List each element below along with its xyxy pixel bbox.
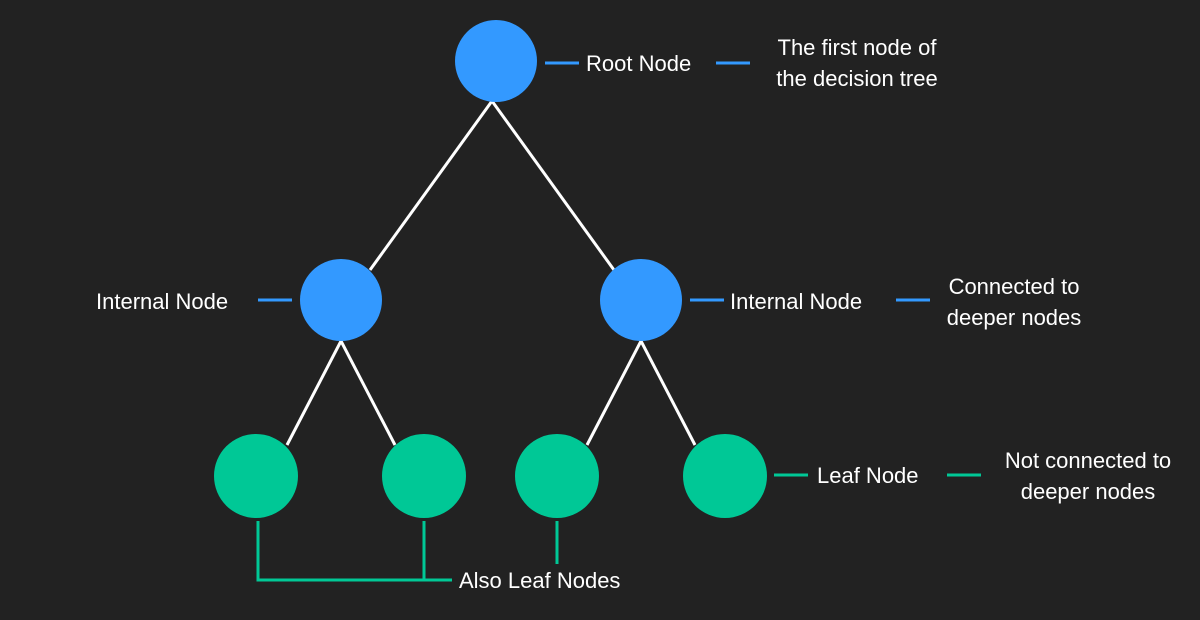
internal-right-label: Internal Node	[730, 289, 862, 314]
edge-root-internal-right	[490, 100, 616, 271]
leaf-label: Leaf Node	[817, 463, 919, 488]
internal-node-left	[300, 259, 382, 341]
also-leaf-bracket	[256, 521, 559, 582]
root-desc-line-2: the decision tree	[776, 66, 937, 91]
tree-edges	[285, 100, 697, 446]
edge-internal-right-leaf-3	[585, 340, 643, 446]
internal-desc-line-2: deeper nodes	[947, 305, 1082, 330]
leaf-desc-line-1: Not connected to	[1005, 448, 1171, 473]
internal-left-label: Internal Node	[96, 289, 228, 314]
edge-internal-right-leaf-4	[639, 340, 697, 446]
also-leaf-bracket-left	[256, 521, 452, 582]
leaf-node-4	[683, 434, 767, 518]
edge-internal-left-leaf-2	[339, 340, 397, 446]
leaf-node-1	[214, 434, 298, 518]
leaf-desc-line-2: deeper nodes	[1021, 479, 1156, 504]
internal-desc-line-1: Connected to	[949, 274, 1080, 299]
internal-node-right	[600, 259, 682, 341]
also-leaf-label: Also Leaf Nodes	[459, 568, 620, 593]
root-desc-line-1: The first node of	[778, 35, 938, 60]
leaf-node-3	[515, 434, 599, 518]
root-node	[455, 20, 537, 102]
leaf-node-2	[382, 434, 466, 518]
edge-root-internal-left	[368, 100, 494, 271]
root-label: Root Node	[586, 51, 691, 76]
edge-internal-left-leaf-1	[285, 340, 343, 446]
